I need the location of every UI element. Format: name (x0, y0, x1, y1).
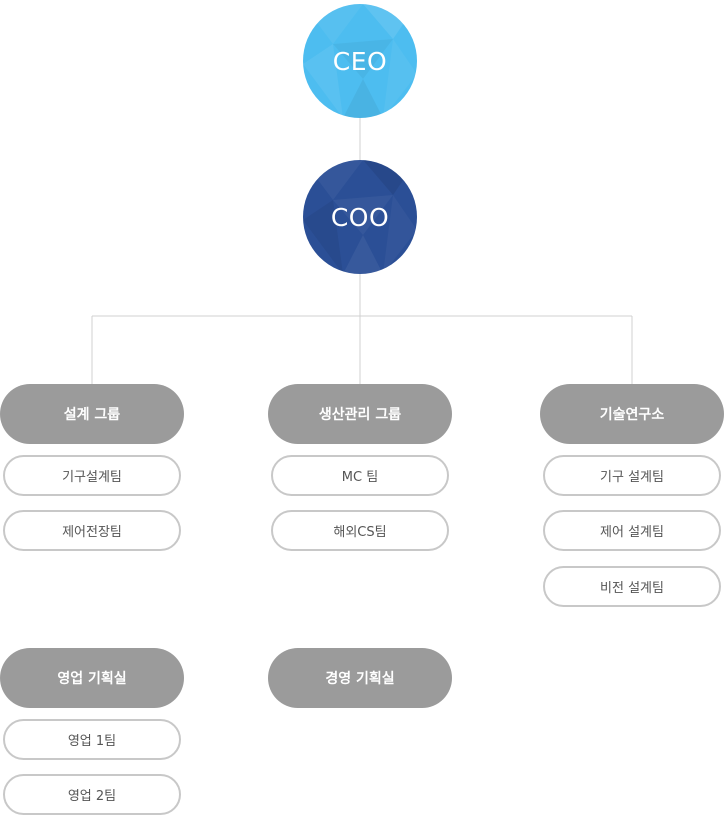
coo-facet-pattern (303, 160, 417, 274)
coo-node: COO (303, 160, 417, 274)
team-label: 영업 1팀 (67, 734, 117, 749)
team-rnd-control: 제어 설계팀 (543, 510, 721, 551)
team-label: 제어 설계팀 (600, 525, 664, 540)
team-design-mechanical: 기구설계팀 (3, 455, 181, 496)
ceo-node: CEO (303, 4, 417, 118)
group-production: 생산관리 그룹 (268, 384, 452, 444)
group-sales-planning: 영업 기획실 (0, 648, 184, 708)
group-management-planning: 경영 기획실 (268, 648, 452, 708)
group-sales-planning-label: 영업 기획실 (57, 671, 127, 687)
team-production-overseas-cs: 해외CS팀 (271, 510, 449, 551)
team-label: 기구설계팀 (62, 470, 122, 485)
ceo-label: CEO (332, 46, 388, 76)
team-rnd-mechanical: 기구 설계팀 (543, 455, 721, 496)
coo-label: COO (330, 202, 390, 232)
team-label: 비전 설계팀 (600, 581, 664, 596)
team-label: MC 팀 (341, 470, 379, 485)
team-production-mc: MC 팀 (271, 455, 449, 496)
team-label: 해외CS팀 (333, 525, 387, 540)
group-management-planning-label: 경영 기획실 (325, 671, 395, 687)
team-rnd-vision: 비전 설계팀 (543, 566, 721, 607)
team-sales-2: 영업 2팀 (3, 774, 181, 815)
ceo-facet-pattern (303, 4, 417, 118)
group-design-label: 설계 그룹 (63, 407, 121, 423)
group-production-label: 생산관리 그룹 (318, 407, 402, 423)
group-rnd: 기술연구소 (540, 384, 724, 444)
group-design: 설계 그룹 (0, 384, 184, 444)
team-label: 영업 2팀 (67, 789, 117, 804)
group-rnd-label: 기술연구소 (599, 407, 665, 423)
team-label: 제어전장팀 (62, 525, 122, 540)
team-sales-1: 영업 1팀 (3, 719, 181, 760)
team-label: 기구 설계팀 (600, 470, 664, 485)
team-design-electrical: 제어전장팀 (3, 510, 181, 551)
